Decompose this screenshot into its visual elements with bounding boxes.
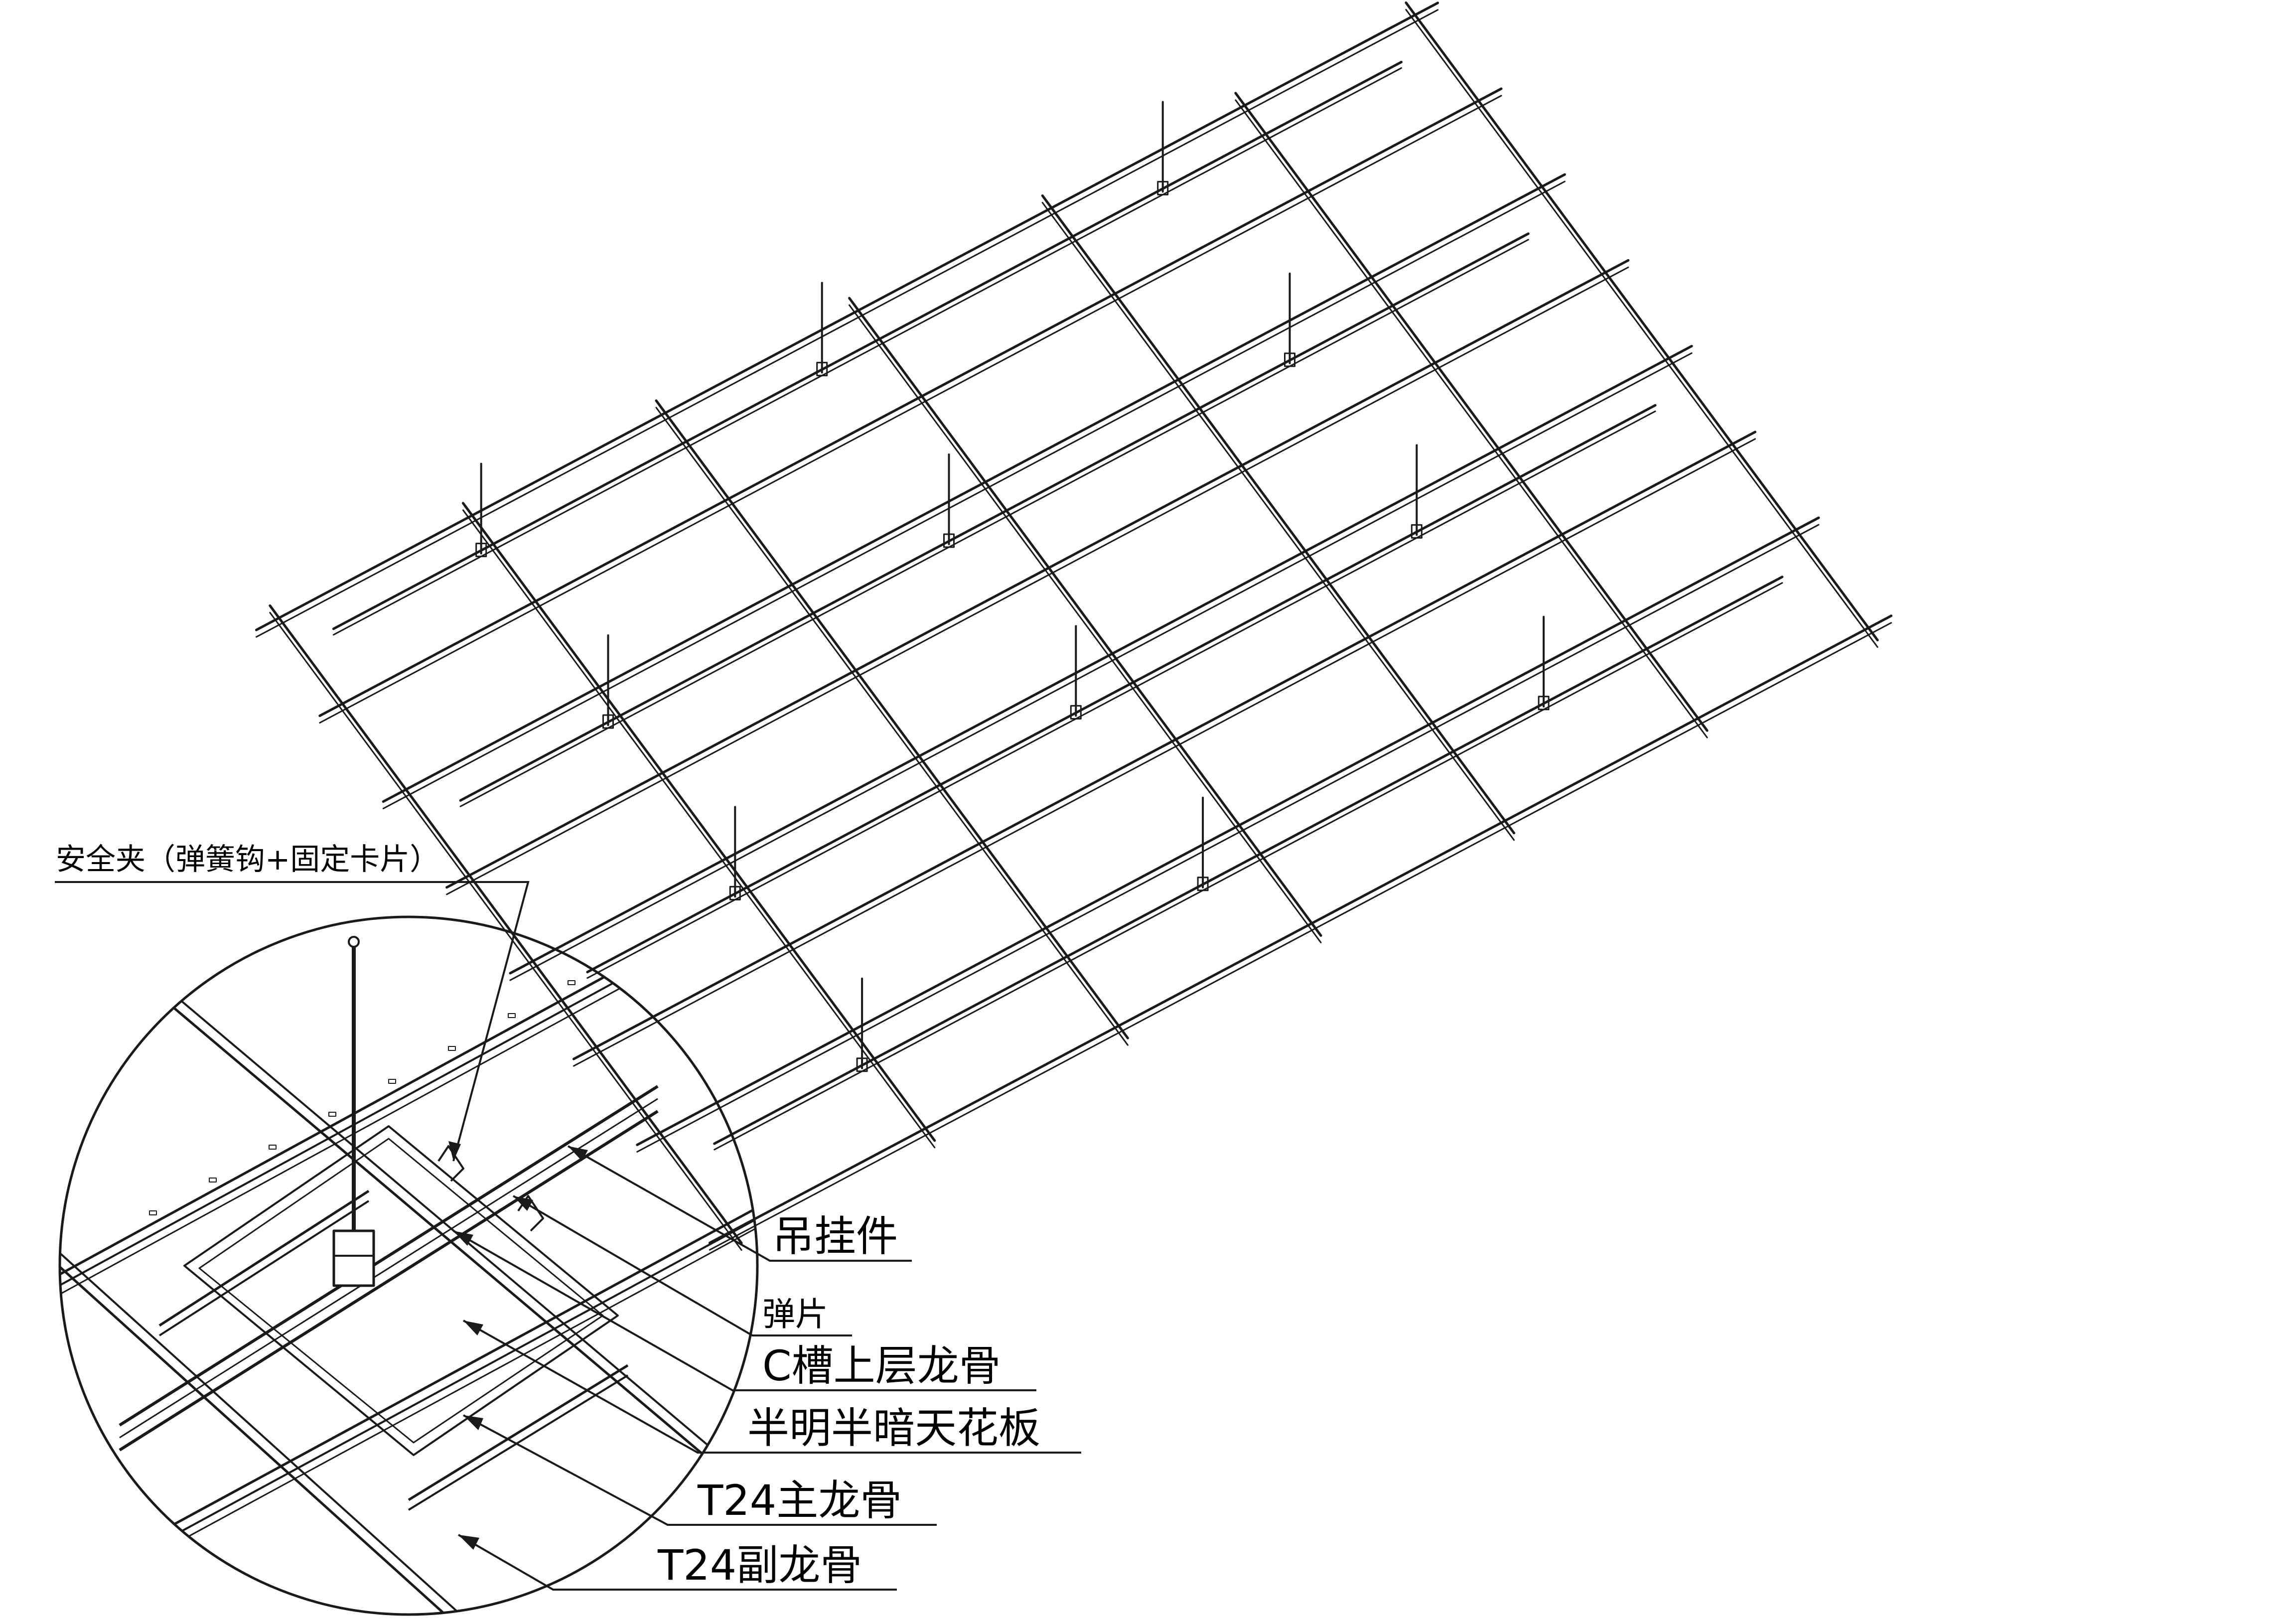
arrowhead-safety-clip [448, 1141, 461, 1161]
c-channel-upper [713, 576, 1784, 1145]
c-channel-lower-edge [714, 582, 1783, 1151]
arrowhead-c-channel [453, 1231, 473, 1246]
leader-ceiling-panel [463, 1320, 1081, 1454]
cross-tee [848, 296, 1322, 937]
hanger-bracket [602, 714, 614, 729]
leader-spring-plate [512, 1195, 852, 1336]
main-rail-flange [573, 438, 1756, 1067]
leader-t24-cross [457, 1534, 897, 1591]
detail-rail-slot [448, 1046, 456, 1051]
label-c-channel: C槽上层龙骨 [762, 1341, 1001, 1390]
detail-hanger-bracket [332, 1229, 375, 1287]
c-channel-lower-edge [332, 67, 1402, 636]
hanger-bracket [1538, 696, 1550, 711]
cross-tee [1041, 194, 1516, 835]
leader-arrowheads [448, 1141, 588, 1550]
detail-rail-slot [508, 1013, 516, 1018]
hanger-bracket [1157, 181, 1169, 196]
main-rail-flange [636, 524, 1820, 1153]
detail-c-channel-lip [119, 1098, 658, 1439]
detail-magnified-view [58, 915, 759, 1616]
detail-front-tee [408, 1364, 629, 1501]
detail-rail-slot [209, 1178, 217, 1182]
main-rail-flange [446, 266, 1629, 895]
hanger-bracket [1284, 352, 1295, 367]
cross-tee [655, 399, 1129, 1039]
callout-leaders [55, 881, 1081, 1591]
c-channel-upper [586, 404, 1657, 974]
cross-tee [1405, 1, 1879, 642]
cross-tee [461, 502, 936, 1142]
c-channel-upper [332, 61, 1403, 630]
cross-tee-flange [655, 407, 1129, 1046]
arrowhead-spring-plate [513, 1196, 533, 1211]
detail-cross-tee-b [60, 1185, 479, 1615]
cross-tee-flange [1235, 99, 1708, 738]
detail-rail-slot [388, 1079, 396, 1084]
cross-tee-flange [1405, 8, 1878, 648]
detail-rail-slot [328, 1112, 336, 1117]
detail-back-tee [158, 1189, 370, 1327]
cross-tee-flange [849, 304, 1322, 943]
leader-hanger [568, 1145, 912, 1262]
detail-spring-clip [437, 1145, 464, 1182]
leader-c-channel [453, 1230, 1036, 1391]
cross-tee [269, 604, 743, 1245]
cross-tee [1234, 92, 1709, 732]
detail-rail-slot [149, 1210, 157, 1215]
detail-c-channel-top [119, 1085, 659, 1427]
detail-cross-tee-b-flange [60, 1181, 490, 1615]
detail-c-channel-bottom [119, 1110, 659, 1452]
label-t24-cross: T24副龙骨 [657, 1541, 862, 1590]
detail-rod-tip [348, 936, 360, 948]
arrowhead-hanger [568, 1146, 588, 1161]
hanger-bracket [943, 533, 955, 548]
main-rail-flange [319, 95, 1502, 724]
detail-cross-tee-a-flange [100, 932, 739, 1472]
label-safety-clip: 安全夹（弹簧钩+固定卡片） [56, 842, 439, 877]
hanger-bracket [856, 1057, 868, 1072]
leader-t24-main [463, 1414, 937, 1526]
arrowhead-t24-cross [458, 1535, 479, 1550]
cross-tee-flange [462, 509, 936, 1149]
label-spring-plate: 弹片 [762, 1295, 828, 1333]
hanger-bracket [816, 362, 828, 377]
label-ceiling-panel: 半明半暗天花板 [747, 1404, 1040, 1453]
hanger-bracket [729, 886, 741, 900]
label-hanger: 吊挂件 [772, 1212, 898, 1261]
detail-cross-tee-a [89, 936, 728, 1476]
detail-main-rail-b [99, 1184, 757, 1566]
cross-tee-flange [1041, 202, 1515, 841]
c-channel-lower-edge [586, 410, 1656, 979]
detail-back-tee-flange [158, 1200, 370, 1336]
c-channel-upper [459, 232, 1530, 802]
detail-front-tee-flange [408, 1374, 629, 1511]
detail-rail-slot [568, 980, 575, 985]
label-t24-main: T24主龙骨 [697, 1476, 902, 1525]
arrowhead-t24-main [463, 1415, 483, 1430]
main-rail-flange [509, 352, 1693, 981]
arrowhead-ceiling-panel [463, 1321, 483, 1335]
detail-circle-outline [58, 915, 759, 1616]
hanger-bracket [1070, 705, 1082, 720]
hanger-bracket [1411, 524, 1423, 539]
detail-main-rail-b-flange [99, 1196, 757, 1577]
c-channel-lower-edge [459, 239, 1529, 807]
hanger-bracket [1197, 877, 1209, 891]
detail-ceiling-panel [183, 1125, 619, 1456]
detail-components [60, 917, 757, 1615]
isometric-ceiling-grid [255, 1, 1893, 1251]
detail-rail-slot [269, 1145, 277, 1150]
detail-main-rail-b-bulb [99, 1205, 757, 1586]
hanger-bracket [475, 543, 487, 558]
main-rail-flange [255, 9, 1439, 638]
main-rail-flange [709, 622, 1892, 1251]
main-rail-flange [382, 180, 1566, 810]
